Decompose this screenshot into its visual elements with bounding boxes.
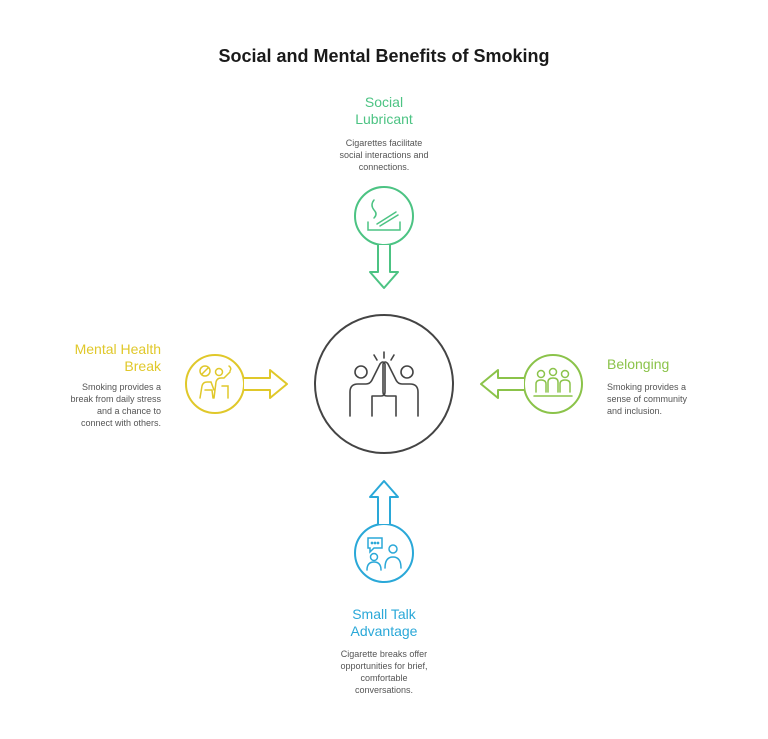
mental-health-title-line1: Mental Health <box>74 341 161 357</box>
social-lubricant-title-line2: Lubricant <box>355 111 413 127</box>
small-talk-desc-line1: Cigarette breaks offer <box>340 649 428 659</box>
social-lubricant-title: Social Lubricant <box>324 94 444 128</box>
small-talk-desc-line3: comfortable <box>360 673 408 683</box>
belonging-node <box>480 354 583 414</box>
mental-health-desc-line1: Smoking provides a <box>81 382 161 392</box>
social-lubricant-desc-line1: Cigarettes facilitate <box>345 138 423 148</box>
mental-health-description: Smoking provides a break from daily stre… <box>20 381 161 429</box>
social-lubricant-desc-line3: connections. <box>358 162 410 172</box>
social-lubricant-node <box>354 186 414 289</box>
small-talk-description: Cigarette breaks offer opportunities for… <box>314 648 454 696</box>
mental-health-desc-line4: connect with others. <box>80 418 161 428</box>
mental-health-desc-line3: and a chance to <box>96 406 161 416</box>
small-talk-desc-line2: opportunities for brief, <box>340 661 428 671</box>
belonging-description: Smoking provides a sense of community an… <box>607 381 747 417</box>
social-lubricant-title-line1: Social <box>364 94 404 110</box>
social-lubricant-desc-line2: social interactions and <box>339 150 429 160</box>
center-node <box>314 314 454 454</box>
no-smoking-people-icon <box>199 365 232 399</box>
high-five-icon <box>349 351 419 417</box>
small-talk-title: Small Talk Advantage <box>314 606 454 640</box>
mental-health-node <box>185 354 288 414</box>
mental-health-title-line2: Break <box>124 358 161 374</box>
group-icon <box>533 367 573 397</box>
diagram-title: Social and Mental Benefits of Smoking <box>218 46 550 66</box>
small-talk-desc-line4: conversations. <box>354 685 414 695</box>
belonging-desc-line2: sense of community <box>607 394 688 404</box>
belonging-desc-line1: Smoking provides a <box>607 382 687 392</box>
belonging-title: Belonging <box>607 356 670 372</box>
small-talk-node <box>354 480 414 583</box>
mental-health-title: Mental Health Break <box>20 341 161 375</box>
small-talk-title-line1: Small Talk <box>352 606 416 622</box>
small-talk-title-line2: Advantage <box>350 623 418 639</box>
conversation-icon <box>366 537 402 571</box>
social-lubricant-description: Cigarettes facilitate social interaction… <box>314 137 454 173</box>
mental-health-desc-line2: break from daily stress <box>70 394 161 404</box>
belonging-desc-line3: and inclusion. <box>607 406 663 416</box>
cigarette-icon <box>367 199 401 231</box>
